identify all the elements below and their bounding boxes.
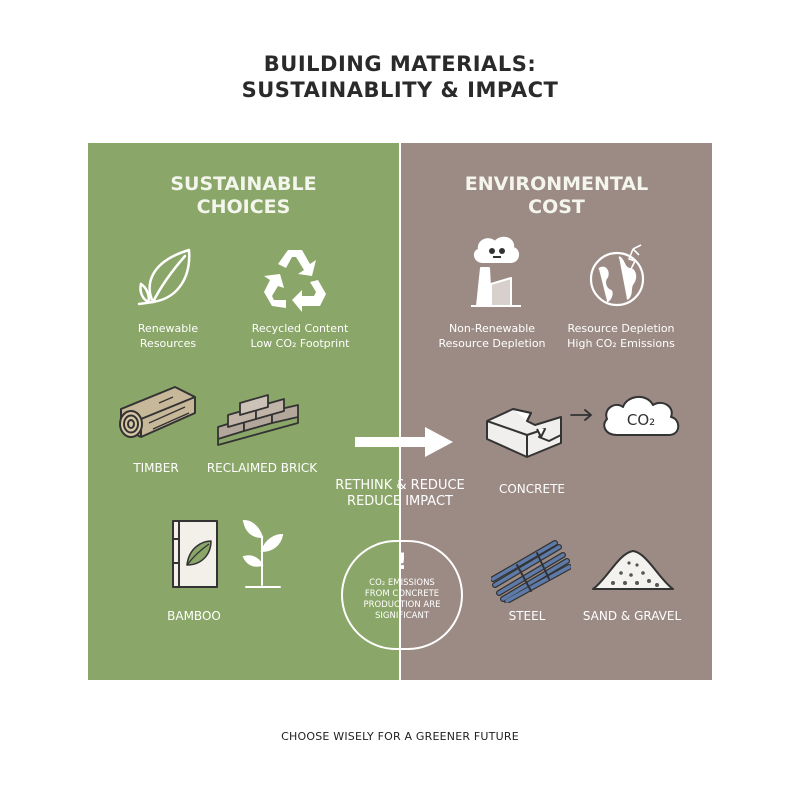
- timber-label: TIMBER: [133, 461, 179, 475]
- co2-cloud-icon: CO₂: [599, 389, 683, 441]
- steel-rebar-icon: [491, 539, 571, 603]
- sand-pile-icon: [591, 545, 675, 593]
- left-heading-line1: SUSTAINABLE: [170, 173, 317, 195]
- warning-mark: !: [396, 550, 408, 575]
- cracked-globe-icon: [587, 243, 653, 309]
- page-title-line1: BUILDING MATERIALS:: [263, 52, 537, 76]
- warning-line3: PRODUCTION ARE: [363, 600, 441, 610]
- leaf-icon: [135, 246, 195, 308]
- warning-text: CO₂ EMISSIONS FROM CONCRETE PRODUCTION A…: [351, 578, 453, 622]
- footer-tagline: CHOOSE WISELY FOR A GREENER FUTURE: [281, 730, 519, 743]
- brick-icon: [216, 391, 300, 447]
- right-heading-line2: COST: [528, 196, 585, 218]
- arrow-right-icon: [355, 425, 455, 459]
- rethink-line1: RETHINK & REDUCE: [335, 478, 465, 493]
- environmental-cost-panel: ENVIRONMENTAL COST Non-Renewable Resourc…: [401, 143, 712, 680]
- sustainable-choices-panel: SUSTAINABLE CHOICES Renewable Resources …: [88, 143, 399, 680]
- warning-line1: CO₂ EMISSIONS: [369, 578, 435, 588]
- resource-depletion-label-line2: High CO₂ Emissions: [567, 337, 675, 350]
- recycled-label-line1: Recycled Content: [251, 322, 349, 335]
- bamboo-icon: [169, 517, 221, 591]
- rethink-line2: REDUCE IMPACT: [347, 494, 453, 509]
- renewable-label-line1: Renewable: [137, 322, 199, 335]
- warning-line2: FROM CONCRETE: [364, 589, 440, 599]
- bamboo-label: BAMBOO: [167, 609, 221, 623]
- recycle-icon: [260, 246, 330, 312]
- renewable-label-line2: Resources: [139, 337, 197, 350]
- page-title-line2: SUSTAINABLITY & IMPACT: [241, 78, 559, 102]
- concrete-label: CONCRETE: [498, 482, 565, 496]
- concrete-block-icon: [483, 399, 565, 461]
- reclaimed-brick-label: RECLAIMED BRICK: [206, 461, 318, 475]
- left-heading-line2: CHOICES: [196, 196, 291, 218]
- timber-icon: [115, 383, 197, 445]
- warning-line4: SIGNIFICANT: [374, 611, 430, 621]
- factory-smoke-icon: [467, 236, 527, 310]
- co2-cloud-text: CO₂: [627, 411, 655, 429]
- small-arrow-icon: [569, 409, 595, 421]
- sand-gravel-label: SAND & GRAVEL: [582, 609, 682, 623]
- steel-label: STEEL: [508, 609, 546, 623]
- recycled-label-line2: Low CO₂ Footprint: [250, 337, 350, 350]
- non-renewable-label-line2: Resource Depletion: [438, 337, 546, 350]
- concrete-warning-callout: ! CO₂ EMISSIONS FROM CONCRETE PRODUCTION…: [341, 540, 463, 650]
- resource-depletion-label-line1: Resource Depletion: [567, 322, 675, 335]
- rethink-reduce-text: RETHINK & REDUCE REDUCE IMPACT: [325, 478, 475, 510]
- sprout-icon: [240, 515, 286, 591]
- right-heading-line1: ENVIRONMENTAL: [464, 173, 649, 195]
- non-renewable-label-line1: Non-Renewable: [448, 322, 536, 335]
